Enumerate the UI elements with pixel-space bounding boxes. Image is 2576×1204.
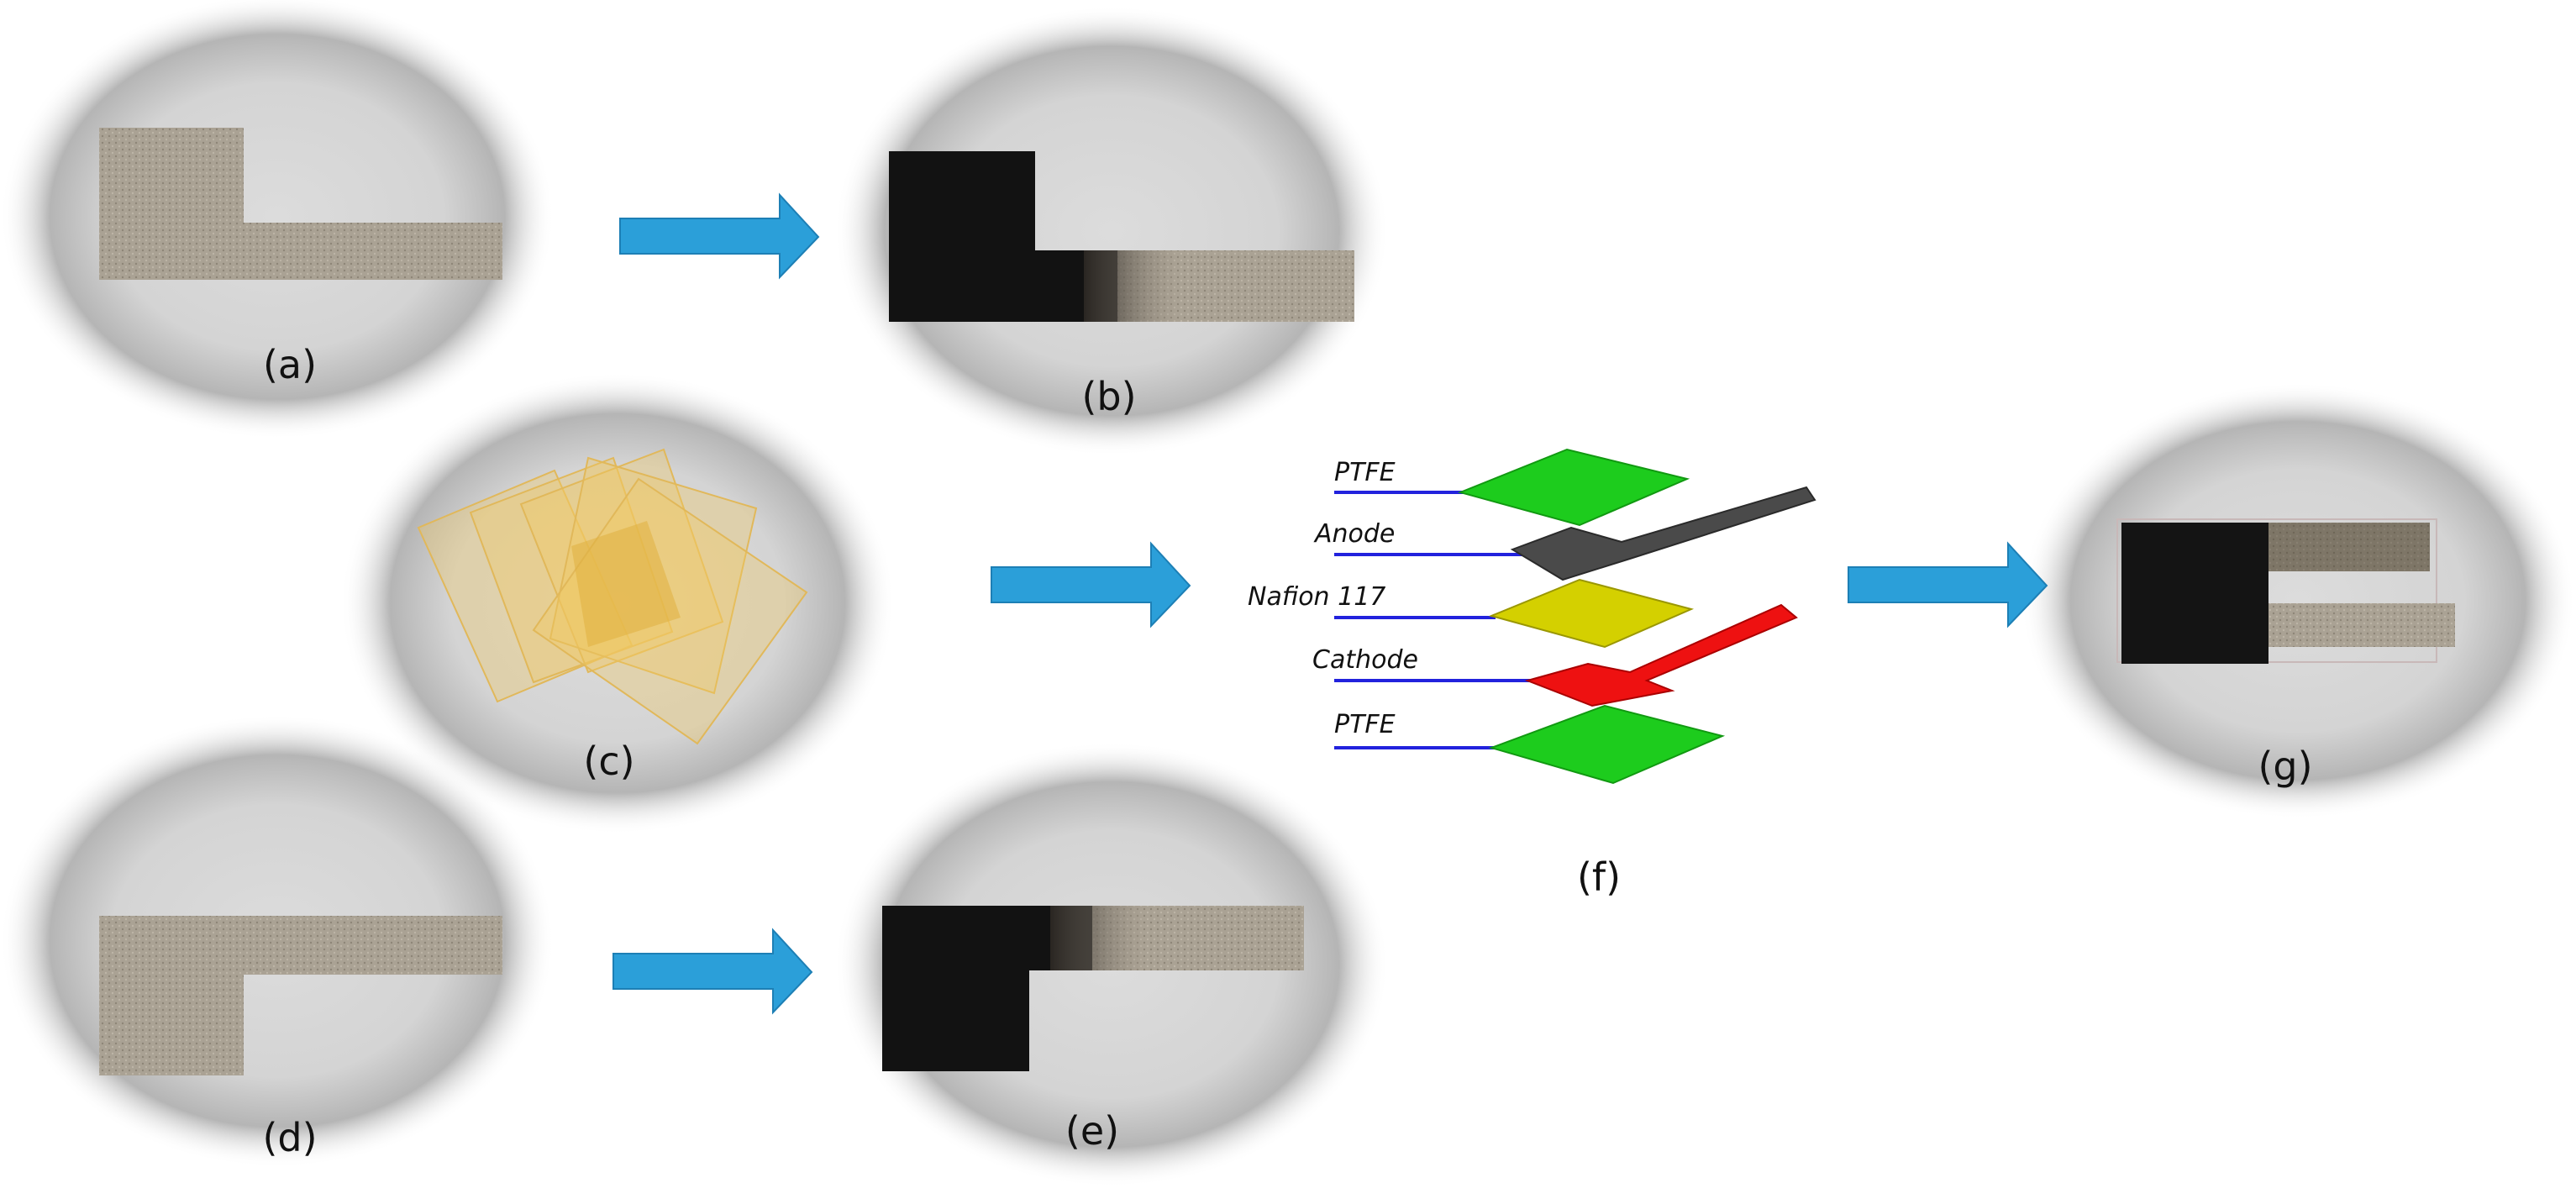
photo-b-background xyxy=(834,6,1389,456)
layer-anode xyxy=(1510,486,1816,581)
layer-label-cathode: Cathode xyxy=(1312,645,1418,675)
photo-a-background xyxy=(0,0,555,439)
panel-label-g: (g) xyxy=(2258,744,2312,789)
layer-cathode xyxy=(1524,603,1798,707)
panel-a: (a) xyxy=(0,0,555,439)
coated-electrode-e xyxy=(882,906,1092,1071)
layer-nafion xyxy=(1488,578,1695,649)
flow-arrows xyxy=(612,192,2048,1015)
panel-g: (g) xyxy=(2021,382,2575,819)
actuator-frame-g xyxy=(2116,518,2437,663)
actuator-body-g xyxy=(2121,523,2268,664)
layer-label-nafion: Nafion 117 xyxy=(1248,582,1385,612)
panel-d: (d) xyxy=(0,714,555,1168)
panel-label-a: (a) xyxy=(263,342,317,387)
arrow-c-to-f xyxy=(991,541,1191,628)
arrow-a-to-b xyxy=(619,192,820,280)
arrow-d-to-e xyxy=(612,928,813,1015)
actuator-strip-bottom-g xyxy=(2235,603,2455,647)
photo-g-background xyxy=(2021,382,2575,819)
panel-label-f: (f) xyxy=(1577,854,1621,900)
panel-b: (b) xyxy=(834,6,1389,456)
layer-ptfe-bottom xyxy=(1488,704,1726,785)
layer-ptfe-top xyxy=(1457,448,1690,527)
coated-electrode-b xyxy=(889,151,1117,322)
nafion-overlap xyxy=(571,521,681,647)
panel-f: PTFE Anode Nafion 117 Cathode PTFE (f) xyxy=(1248,448,1816,900)
layer-label-anode: Anode xyxy=(1313,519,1395,549)
mesh-electrode-a xyxy=(99,128,502,280)
mesh-electrode-d xyxy=(99,916,502,1075)
panel-label-c: (c) xyxy=(583,739,634,784)
layer-label-ptfe-top: PTFE xyxy=(1334,458,1396,487)
layer-label-ptfe-bottom: PTFE xyxy=(1334,710,1396,739)
leader-lines xyxy=(1334,491,1554,749)
panel-label-b: (b) xyxy=(1081,374,1136,419)
coating-fade-b xyxy=(1084,250,1176,322)
panel-e: (e) xyxy=(834,742,1389,1187)
arrow-f-to-g xyxy=(1848,541,2048,628)
panel-label-e: (e) xyxy=(1065,1108,1119,1154)
panel-c: (c) xyxy=(340,372,895,834)
panel-label-d: (d) xyxy=(262,1115,317,1160)
coating-fade-e xyxy=(1050,906,1143,970)
